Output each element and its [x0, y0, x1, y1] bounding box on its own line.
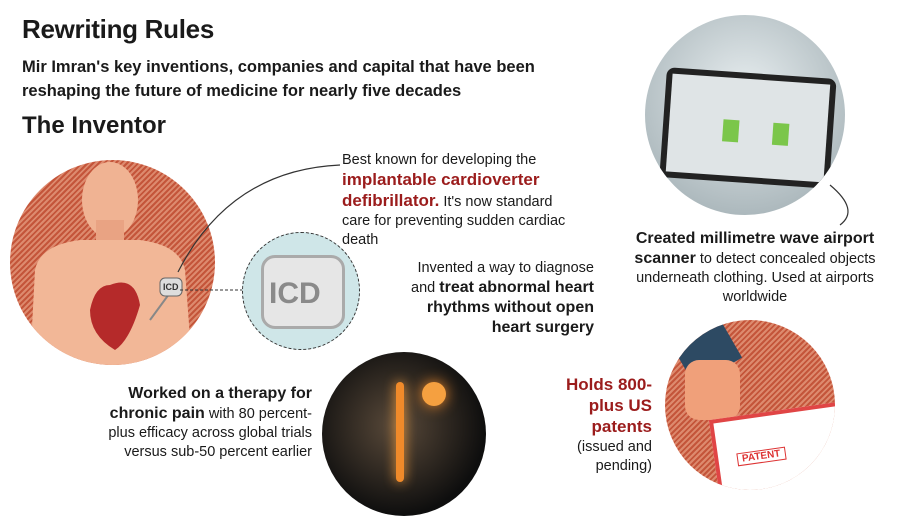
body-illustration: ICD: [10, 160, 215, 365]
fact-scanner: Created millimetre wave airport scanner …: [634, 230, 876, 305]
icd-device-circle: ICD: [242, 232, 360, 350]
scanner-photo: [645, 15, 845, 215]
patent-illustration: PATENT: [665, 320, 835, 490]
icd-small-label: ICD: [163, 282, 179, 292]
title: Rewriting Rules: [22, 14, 214, 44]
section-title: The Inventor: [22, 112, 167, 139]
fact-rhythm: Invented a way to diagnose and treat abn…: [411, 260, 594, 336]
fact-pain: Worked on a therapy for chronic pain wit…: [108, 385, 312, 460]
icd-label: ICD: [269, 277, 321, 310]
chronic-pain-photo: [322, 352, 486, 516]
fact-patents: Holds 800-plus US patents (issued and pe…: [566, 375, 652, 474]
subtitle: Mir Imran's key inventions, companies an…: [22, 58, 535, 100]
fact-icd: Best known for developing the implantabl…: [342, 152, 566, 248]
torso-icon: [30, 162, 192, 365]
